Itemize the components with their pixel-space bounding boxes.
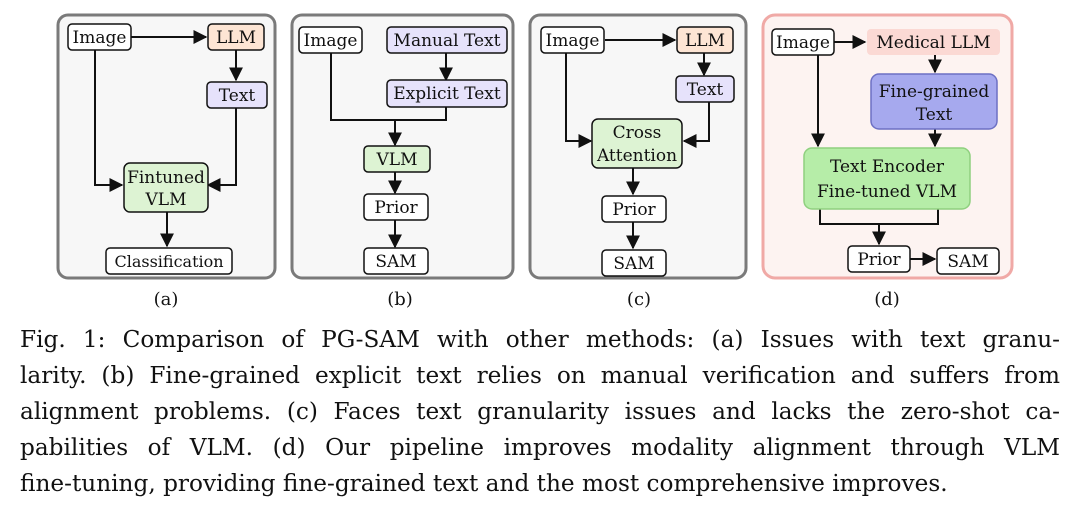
- classification-node: [105, 247, 233, 275]
- sam-node-label: SAM: [947, 252, 988, 272]
- panel-c-label: (c): [627, 289, 651, 310]
- panel-c: Image LLM Text Cross Attention Prior SAM…: [528, 13, 748, 310]
- vlm-node-label: VLM: [376, 150, 418, 170]
- panel-a-label: (a): [154, 289, 179, 310]
- caption-line-1: Fig. 1: Comparison of PG-SAM with other …: [20, 326, 1060, 353]
- panel-d-arrows: [811, 35, 942, 266]
- figure-caption: Fig. 1: Comparison of PG-SAM with other …: [20, 322, 1060, 502]
- caption-line-3: alignment problems. (c) Faces text granu…: [20, 398, 1060, 425]
- sam-node: [936, 247, 1000, 275]
- finetuned-vlm-node: [123, 162, 209, 213]
- manual-text-node: [386, 26, 508, 54]
- explicit-text-node-label: Explicit Text: [393, 84, 501, 104]
- text-node: [206, 81, 268, 109]
- text-encoder-label-1: Text Encoder: [830, 157, 945, 177]
- image-node-label: Image: [304, 31, 358, 51]
- prior-node: [847, 245, 911, 273]
- caption-line-2: larity. (b) Fine-grained explicit text r…: [20, 362, 1060, 389]
- sam-node: [363, 247, 429, 275]
- image-node: [540, 26, 605, 54]
- panel-b-label: (b): [387, 289, 413, 310]
- cross-attention-label-2: Attention: [596, 146, 677, 166]
- prior-node-label: Prior: [374, 198, 418, 218]
- manual-text-node-label: Manual Text: [394, 31, 501, 51]
- panel-c-arrows: [565, 33, 711, 250]
- fine-grained-text-node: [870, 73, 998, 130]
- panel-d-label: (d): [874, 289, 900, 310]
- panel-a: Image LLM Text Fintuned VLM Classificati…: [56, 13, 277, 310]
- image-node: [771, 28, 835, 56]
- image-node-label: Image: [546, 31, 600, 51]
- sam-node: [601, 249, 667, 277]
- image-node: [67, 23, 132, 51]
- prior-node: [601, 195, 667, 223]
- prior-node: [363, 193, 429, 221]
- pipeline-figure: Image LLM Text Fintuned VLM Classificati…: [56, 13, 1014, 310]
- cross-attention-node: [591, 118, 683, 169]
- panel-d: Image Medical LLM Fine-grained Text Text…: [761, 13, 1014, 310]
- text-node: [675, 75, 735, 103]
- medical-llm-node-label: Medical LLM: [876, 33, 990, 53]
- explicit-text-node: [386, 79, 508, 108]
- text-node-label: Text: [219, 86, 256, 106]
- vlm-node: [363, 145, 431, 173]
- llm-node-label: LLM: [216, 28, 256, 48]
- image-node-label: Image: [73, 28, 127, 48]
- llm-node: [676, 26, 734, 54]
- text-encoder-vlm-node: [803, 147, 971, 210]
- cross-attention-label-1: Cross: [613, 123, 662, 143]
- panel-b: Image Manual Text Explicit Text VLM Prio…: [290, 13, 515, 310]
- finetuned-vlm-label-1: Fintuned: [127, 168, 205, 188]
- finetuned-vlm-label-2: VLM: [145, 190, 187, 210]
- panel-a-arrows: [94, 30, 243, 248]
- image-node-label: Image: [776, 33, 830, 53]
- caption-line-4: pabilities of VLM. (d) Our pipeline impr…: [20, 434, 1060, 461]
- text-encoder-label-2: Fine-tuned VLM: [817, 182, 957, 202]
- classification-node-label: Classification: [114, 252, 223, 271]
- llm-node: [207, 23, 265, 51]
- text-node-label: Text: [687, 80, 724, 100]
- fine-grained-text-label-2: Text: [916, 105, 953, 125]
- fine-grained-text-label-1: Fine-grained: [879, 82, 990, 102]
- panel-b-arrows: [330, 53, 453, 249]
- sam-node-label: SAM: [375, 252, 416, 272]
- llm-node-label: LLM: [685, 31, 725, 51]
- panel-a-frame: [56, 13, 277, 280]
- sam-node-label: SAM: [613, 254, 654, 274]
- image-node: [298, 26, 363, 54]
- prior-node-label: Prior: [612, 200, 656, 220]
- caption-line-5: fine-tuning, providing fine-grained text…: [20, 470, 948, 497]
- prior-node-label: Prior: [857, 250, 901, 270]
- medical-llm-node: [867, 29, 1000, 55]
